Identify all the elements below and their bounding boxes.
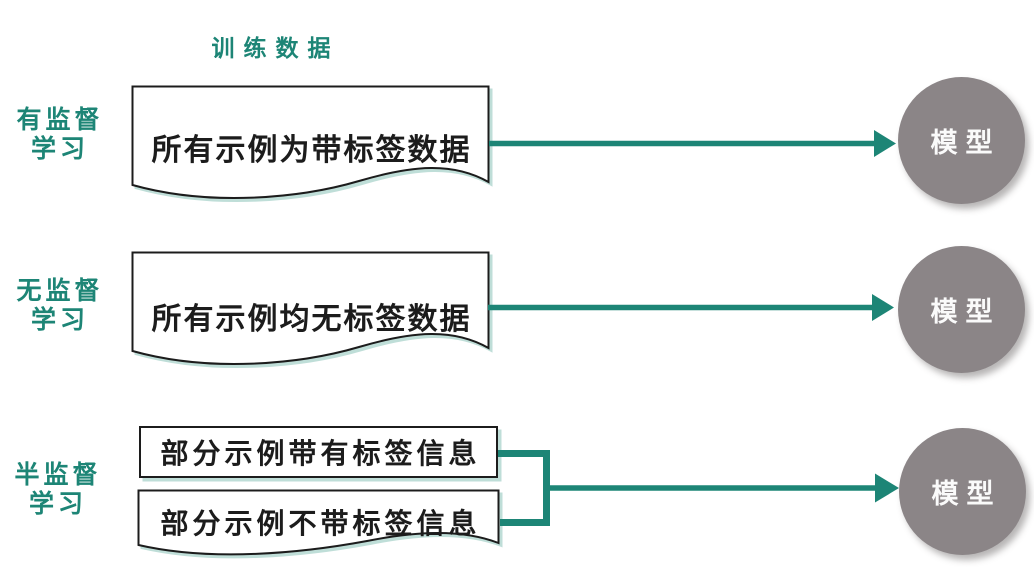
label-supervised-line1: 有监督 xyxy=(16,107,104,134)
label-semisupervised-line1: 半监督 xyxy=(14,462,102,489)
document-box-unsupervised-text: 所有示例均无标签数据 xyxy=(151,303,472,336)
rect-box-labeled-examples-text: 部分示例带有标签信息 xyxy=(160,439,481,470)
model-node-supervised: 模型 xyxy=(898,77,1025,204)
model-node-unsupervised: 模型 xyxy=(898,246,1025,373)
document-box-unsupervised: 所有示例均无标签数据 xyxy=(131,251,490,373)
label-unsupervised-line1: 无监督 xyxy=(16,278,104,305)
bracket-semisupervised xyxy=(498,450,550,526)
model-node-semisupervised-text: 模型 xyxy=(931,479,1002,509)
label-unsupervised-line2: 学习 xyxy=(30,307,89,334)
document-box-supervised: 所有示例为带标签数据 xyxy=(131,85,490,207)
document-box-unlabeled-examples: 部分示例不带标签信息 xyxy=(137,489,500,565)
arrow-unsupervised-head-icon xyxy=(872,294,894,321)
label-unsupervised-learning: 无监督 学习 xyxy=(3,277,113,335)
model-node-supervised-text: 模型 xyxy=(930,128,1001,158)
document-shape-icon xyxy=(131,251,490,366)
document-shape-icon xyxy=(131,85,490,200)
label-semisupervised-line2: 学习 xyxy=(28,491,87,518)
label-supervised-learning: 有监督 学习 xyxy=(3,106,113,164)
arrow-semisupervised-head-icon xyxy=(875,473,899,503)
training-data-heading: 训练数据 xyxy=(211,36,340,61)
label-semisupervised-learning: 半监督 学习 xyxy=(1,461,111,519)
model-node-semisupervised: 模型 xyxy=(899,428,1026,555)
arrow-supervised-head-icon xyxy=(874,130,896,157)
document-shape-icon xyxy=(137,489,500,556)
model-node-unsupervised-text: 模型 xyxy=(930,297,1001,327)
label-supervised-line2: 学习 xyxy=(30,136,89,163)
document-box-unlabeled-examples-text: 部分示例不带标签信息 xyxy=(160,509,481,540)
rect-box-labeled-examples: 部分示例带有标签信息 xyxy=(139,426,498,478)
document-box-supervised-text: 所有示例为带标签数据 xyxy=(151,134,472,167)
